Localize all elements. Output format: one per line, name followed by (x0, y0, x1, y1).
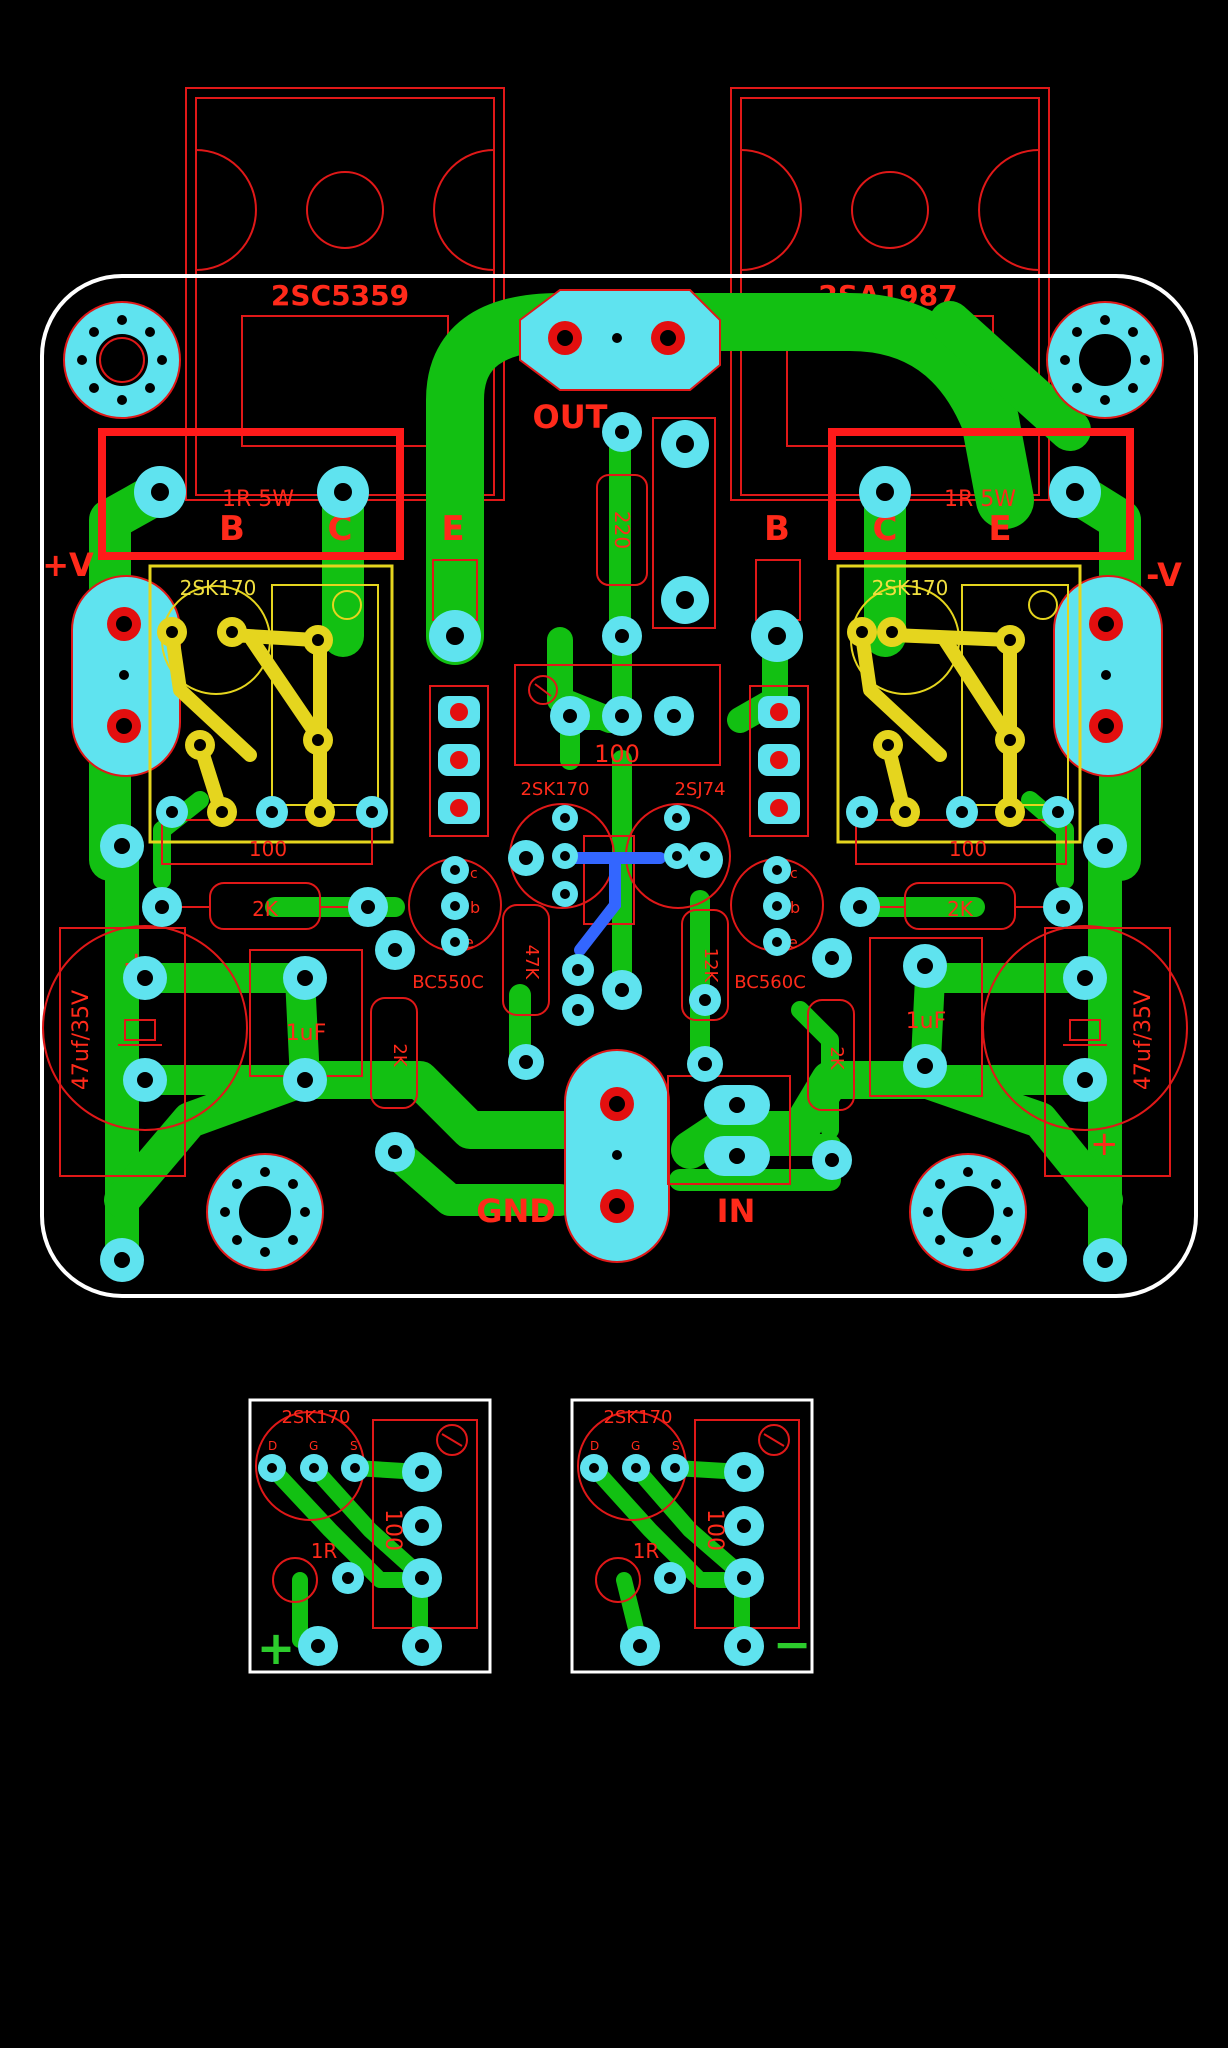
mounting-holes (63, 301, 1164, 1271)
resistor-12k (681, 909, 729, 1021)
mini-board-2 (570, 1398, 814, 1674)
ccs-left-jfet-label: 2SK170 (180, 576, 257, 600)
resistor-2k-vertical-right (807, 999, 855, 1111)
pads (100, 412, 1127, 1282)
mini-board-2-r-label: 1R (633, 1539, 660, 1563)
emitter-resistor-right (828, 428, 1134, 560)
emitter-resistor-left (98, 428, 404, 560)
ccs-left-pot-label: 100 (249, 837, 287, 861)
mounting-hole-bottom-right (909, 1153, 1027, 1271)
resistor-47k (502, 904, 550, 1016)
pin-b-right: B (764, 509, 790, 549)
bc550c-pin-c: c (470, 866, 478, 882)
pin-b-left: B (219, 509, 245, 549)
resistor-220 (596, 417, 716, 629)
driver-legs (429, 685, 809, 837)
mini-board-2-jfet-label: 2SK170 (603, 1407, 672, 1428)
mini-board-1-pin-g: G (309, 1439, 318, 1453)
ecap-left-label: 47uf/35V (69, 990, 94, 1090)
in-label: IN (717, 1192, 756, 1230)
emitter-resistor-left-label: 1R 5W (222, 487, 294, 512)
blue-jumper (559, 852, 666, 956)
ecap-right-plus: + (1090, 1124, 1119, 1164)
gnd-label: GND (476, 1192, 556, 1230)
mini-board-2-pin-s: S (672, 1439, 680, 1453)
center-pot (514, 664, 721, 766)
gnd-connector (564, 1049, 670, 1263)
in-connector (667, 1075, 791, 1185)
bc560c-pin-e: e (788, 933, 798, 952)
resistor-2k-right-label: 2K (947, 897, 974, 921)
bc560c-label: BC560C (734, 972, 806, 993)
mini-board-2-pin-g: G (631, 1439, 640, 1453)
out-label: OUT (532, 398, 607, 436)
mini-board-1-r-label: 1R (311, 1539, 338, 1563)
cap-1uf-right (869, 937, 983, 1097)
cap-1uf-right-label: 1uF (906, 1009, 947, 1034)
pin-e-left: E (441, 509, 464, 549)
mounting-hole-top-left (63, 301, 181, 419)
ecap-left (42, 925, 248, 1177)
resistor-12k-label: 12K (700, 948, 721, 984)
center-jfet-left-label: 2SK170 (520, 779, 589, 800)
ccs-right-jfet-label: 2SK170 (872, 576, 949, 600)
mini-copper-traces (264, 1460, 750, 1654)
mini-board-1-pin-d: D (268, 1439, 277, 1453)
resistor-2k-left-label: 2K (252, 897, 279, 921)
plus-v-label: +V (42, 546, 94, 584)
minus-v-label: -V (1146, 556, 1182, 594)
plus-v-connector (71, 575, 181, 777)
bc560c-pin-b: b (790, 898, 800, 917)
mini-board-1-jfet-label: 2SK170 (281, 1407, 350, 1428)
resistor-2k-vertical-left (370, 997, 418, 1109)
bc550c-label: BC550C (412, 972, 484, 993)
ecap-right (982, 925, 1188, 1177)
mini-board-2-pot-label: 100 (702, 1509, 727, 1551)
yellow-pads (157, 617, 1025, 827)
minus-v-connector (1053, 575, 1163, 777)
mini-board-1 (248, 1398, 492, 1674)
bc560c-pin-c: c (790, 866, 798, 882)
resistor-47k-label: 47K (521, 945, 542, 981)
bc550c-pin-b: b (470, 898, 480, 917)
out-connector (519, 289, 721, 391)
resistor-2k-vertical-right-label: 2K (826, 1046, 847, 1070)
mounting-hole-top-right (1046, 301, 1164, 419)
center-pot-label: 100 (594, 740, 640, 768)
emitter-resistor-right-label: 1R 5W (944, 487, 1016, 512)
mini-board-2-minus: − (773, 1617, 812, 1671)
ecap-right-label: 47uf/35V (1131, 990, 1156, 1090)
mini-board-2-pin-d: D (590, 1439, 599, 1453)
mini-board-1-pot-label: 100 (380, 1509, 405, 1551)
mounting-hole-bottom-left (206, 1153, 324, 1271)
resistor-220-label: 220 (610, 511, 634, 549)
cap-1uf-left-label: 1uF (286, 1021, 327, 1046)
ccs-right-pot-label: 100 (949, 837, 987, 861)
center-jfet-right-label: 2SJ74 (674, 779, 725, 800)
board-outline (40, 274, 1198, 1298)
mini-board-1-plus: + (257, 1621, 296, 1675)
resistor-2k-vertical-left-label: 2K (389, 1043, 410, 1067)
mini-board-1-pin-s: S (350, 1439, 358, 1453)
pin-e-right: E (988, 509, 1011, 549)
npn-transistor-label: 2SC5359 (271, 279, 409, 312)
